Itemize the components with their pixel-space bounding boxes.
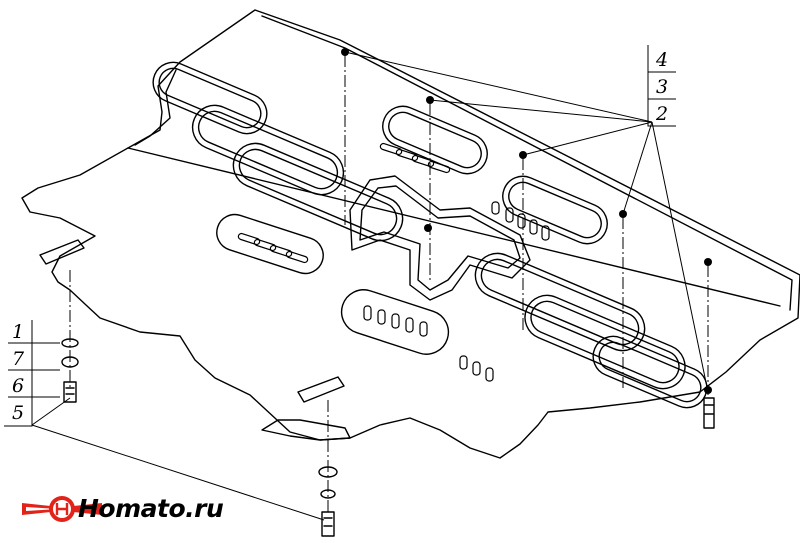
leader-line	[429, 99, 653, 123]
hole-row-right	[491, 201, 550, 241]
callout-4: 4	[655, 49, 668, 71]
callout-7: 7	[12, 348, 25, 370]
callout-6: 6	[12, 375, 24, 397]
bolt	[63, 381, 77, 403]
front-tab	[261, 419, 351, 441]
hole-row-center	[363, 305, 428, 337]
callout-3: 3	[656, 76, 668, 98]
skid-plate-outline	[21, 9, 800, 459]
leader-line	[622, 121, 653, 215]
hole-row-top	[379, 142, 451, 174]
leader-line	[31, 397, 71, 426]
bracket	[297, 376, 345, 403]
hole-row-left	[237, 232, 309, 264]
callout-2: 2	[655, 103, 668, 125]
skid-plate-front-bend	[127, 147, 781, 307]
hole-row-lower	[459, 355, 494, 382]
bolt	[703, 397, 715, 429]
central-rib-inner	[359, 185, 521, 291]
leader-line	[31, 424, 325, 521]
logo-text[interactable]: Homato.ru	[78, 494, 224, 523]
callout-1: 1	[12, 321, 24, 343]
center-slot-plate	[340, 289, 450, 355]
mount-point	[424, 224, 432, 232]
leader-line	[344, 51, 653, 123]
leader-line	[522, 121, 653, 156]
bolt	[321, 511, 335, 537]
central-rib	[349, 175, 531, 301]
mount-point	[704, 258, 712, 266]
callout-5: 5	[12, 402, 24, 424]
skid-plate-rim	[134, 15, 793, 311]
leader-line	[4, 320, 33, 427]
left-slot-plate	[216, 213, 324, 275]
wing-logo-icon	[22, 496, 102, 522]
bracket	[39, 239, 85, 265]
leader-line	[651, 121, 709, 393]
